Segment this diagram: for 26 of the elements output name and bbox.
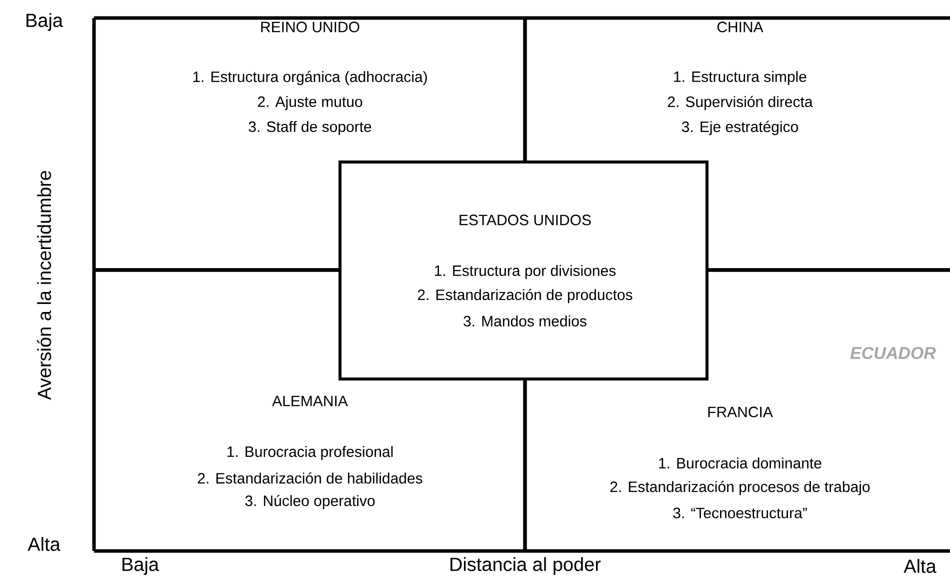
quadrant-heading: REINO UNIDO bbox=[261, 22, 360, 32]
list-item: 2. Ajuste mutuo bbox=[258, 96, 362, 110]
list-item: 1. Estructura simple bbox=[674, 71, 806, 85]
list-item: 3. Mandos medios bbox=[464, 315, 586, 326]
quadrant-heading: ESTADOS UNIDOS bbox=[460, 214, 591, 226]
axis-end-label: Baja bbox=[26, 13, 64, 31]
list-item: 3. Eje estratégico bbox=[682, 120, 798, 136]
list-item: 2. Estandarización de habilidades bbox=[198, 472, 422, 484]
list-item: 1. Estructura por divisiones bbox=[435, 265, 616, 279]
list-item: 3. Staff de soporte bbox=[248, 121, 372, 135]
list-item: 2. Supervisión directa bbox=[668, 96, 813, 110]
list-item: 3. Núcleo operativo bbox=[245, 494, 375, 510]
list-item: 2. Estandarización procesos de trabajo bbox=[610, 480, 870, 496]
axis-title: Distancia al poder bbox=[450, 557, 601, 575]
quadrant-heading: FRANCIA bbox=[708, 406, 773, 418]
quadrant-heading: CHINA bbox=[717, 22, 764, 32]
list-item: 2. Estandarización de productos bbox=[418, 288, 632, 304]
axis-end-label: Alta bbox=[28, 537, 60, 551]
list-item: 1. Burocracia dominante bbox=[659, 457, 822, 468]
region-label: ECUADOR bbox=[850, 346, 936, 360]
axis-title: Aversión a la incertidumbre bbox=[36, 170, 52, 400]
list-item: 1. Estructura orgánica (adhocracia) bbox=[193, 70, 427, 86]
list-item: 1. Burocracia profesional bbox=[228, 446, 393, 460]
quadrant-box bbox=[338, 160, 708, 380]
list-item: 3. “Tecnoestructura” bbox=[673, 508, 807, 518]
quadrant-heading: ALEMANIA bbox=[272, 396, 348, 406]
